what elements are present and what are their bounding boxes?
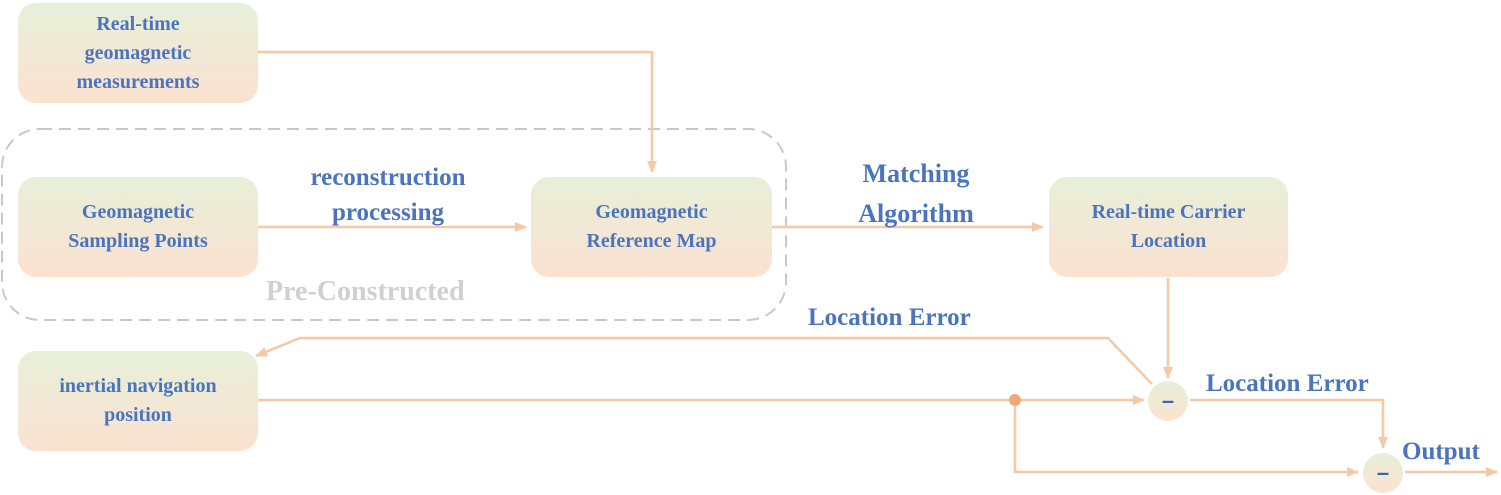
box-carrier-location: Real-time Carrier Location bbox=[1049, 177, 1288, 277]
box-sampling-points: Geomagnetic Sampling Points bbox=[18, 177, 258, 277]
box-text: Location bbox=[1130, 230, 1207, 252]
box-inertial-position: inertial navigation position bbox=[18, 351, 258, 451]
box-reference-map: Geomagnetic Reference Map bbox=[531, 177, 772, 277]
label-matching: Matching Algorithm bbox=[826, 154, 1006, 234]
box-text: Sampling Points bbox=[68, 230, 208, 252]
box-text: Reference Map bbox=[586, 230, 717, 252]
arrow-error-feedback bbox=[255, 336, 1153, 385]
box-text: position bbox=[104, 404, 172, 426]
box-text: Geomagnetic bbox=[595, 201, 708, 223]
box-text: measurements bbox=[76, 70, 200, 93]
label-line: Matching bbox=[862, 159, 970, 188]
label-line: reconstruction bbox=[310, 164, 466, 191]
arrow-measurements-to-map bbox=[258, 50, 657, 173]
box-text: geomagnetic bbox=[84, 41, 192, 64]
box-text: Real-time bbox=[96, 12, 180, 35]
box-realtime-measurements: Real-time geomagnetic measurements bbox=[18, 3, 258, 103]
label-location-error-right: Location Error bbox=[1206, 370, 1369, 397]
label-output: Output bbox=[1402, 438, 1480, 465]
box-text: Geomagnetic bbox=[81, 201, 195, 223]
box-text: Real-time Carrier bbox=[1091, 201, 1246, 223]
subtract-node-2: – bbox=[1363, 453, 1403, 493]
arrow-error-to-output-node bbox=[1190, 398, 1388, 449]
junction-dot bbox=[1009, 394, 1021, 406]
label-location-error-top: Location Error bbox=[808, 304, 971, 331]
label-reconstruction: reconstruction processing bbox=[288, 160, 488, 230]
subtract-node-1: – bbox=[1148, 381, 1188, 421]
box-text: inertial navigation bbox=[59, 375, 217, 397]
arrow-branch-to-output-node bbox=[1013, 400, 1359, 477]
pre-constructed-region bbox=[1, 128, 787, 321]
label-pre-constructed: Pre-Constructed bbox=[266, 276, 465, 307]
label-line: processing bbox=[331, 199, 445, 226]
label-line: Algorithm bbox=[858, 199, 974, 228]
